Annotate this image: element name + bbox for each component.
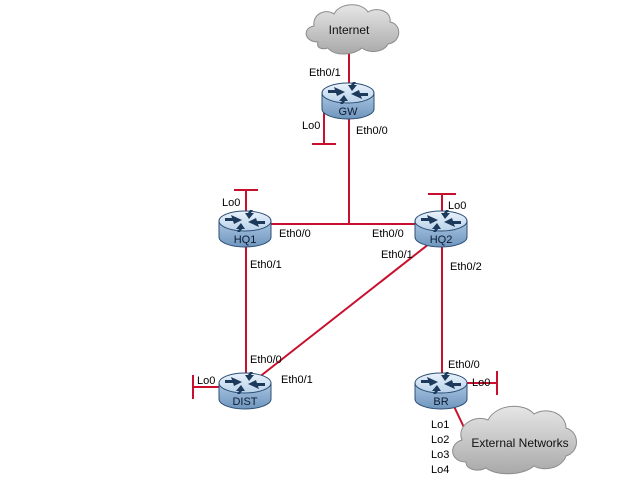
cloud-icon [305, 4, 400, 55]
internet-label: Internet [329, 23, 370, 37]
gw-eth0-0-label: Eth0/0 [356, 125, 388, 137]
external-networks-label: External Networks [471, 436, 568, 450]
gw-eth0-1-label: Eth0/1 [309, 67, 341, 79]
hq1-lo0-label: Lo0 [222, 197, 240, 209]
link-hq2-dist [257, 239, 435, 379]
br-eth0-0-label: Eth0/0 [448, 359, 480, 371]
hq1-eth0-1-label: Eth0/1 [250, 259, 282, 271]
interface-labels: Eth0/1 Lo0 Eth0/0 Lo0 Eth0/0 Eth0/1 Lo0 … [197, 67, 490, 476]
external-networks-cloud: External Networks [452, 405, 577, 475]
gw-lo0-label: Lo0 [302, 120, 320, 132]
hq2-eth0-1-label: Eth0/1 [381, 249, 413, 261]
loopback-stubs [192, 112, 498, 399]
cloud-icon [452, 405, 577, 475]
hq1-lo0-stub [234, 189, 258, 214]
router-hq2-label: HQ2 [430, 234, 453, 246]
dist-eth0-1-label: Eth0/1 [281, 374, 313, 386]
br-lo0-stub [466, 371, 498, 395]
dist-lo0-stub [192, 375, 220, 399]
gw-lo0-stub [312, 112, 336, 145]
dist-lo0-label: Lo0 [197, 375, 215, 387]
links [245, 48, 471, 441]
br-lo4-label: Lo4 [431, 464, 449, 476]
router-dist[interactable]: DIST [218, 371, 272, 410]
hq1-eth0-0-label: Eth0/0 [279, 228, 311, 240]
internet-cloud: Internet [305, 4, 400, 55]
br-lo1-label: Lo1 [431, 419, 449, 431]
router-hq1[interactable]: HQ1 [218, 209, 272, 248]
router-dist-label: DIST [232, 396, 257, 408]
router-br-label: BR [433, 396, 448, 408]
router-br[interactable]: BR [414, 371, 468, 410]
hq2-lo0-label: Lo0 [448, 200, 466, 212]
br-lo0-label: Lo0 [472, 377, 490, 389]
dist-eth0-0-label: Eth0/0 [250, 354, 282, 366]
hq2-eth0-2-label: Eth0/2 [450, 261, 482, 273]
router-hq2[interactable]: HQ2 [414, 209, 468, 248]
router-gw-label: GW [339, 106, 359, 118]
br-lo3-label: Lo3 [431, 449, 449, 461]
hq2-lo0-stub [428, 193, 456, 212]
hq2-eth0-0-label: Eth0/0 [372, 228, 404, 240]
router-hq1-label: HQ1 [234, 234, 257, 246]
br-lo2-label: Lo2 [431, 434, 449, 446]
router-gw[interactable]: GW [321, 81, 375, 120]
